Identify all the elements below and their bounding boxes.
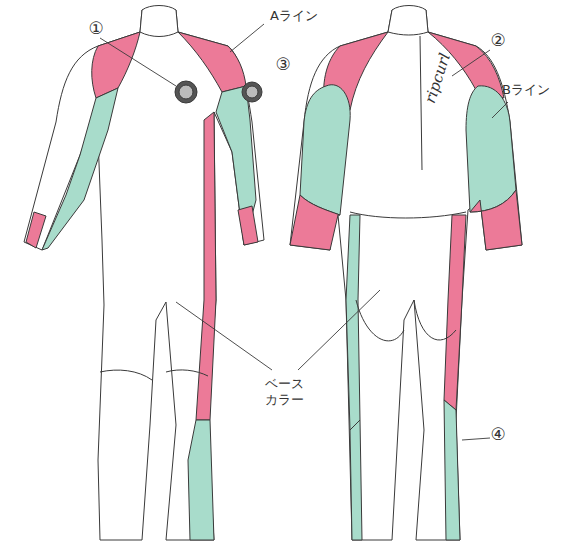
chest-logo <box>175 81 197 103</box>
front-knee-seam <box>100 370 208 380</box>
callout-number: ③ <box>276 54 291 75</box>
leader-line <box>176 302 272 370</box>
leader-line <box>452 50 490 76</box>
shoulder-logo <box>242 82 262 102</box>
part-label: Bライン <box>502 82 550 98</box>
front-collar <box>140 6 178 37</box>
front-cuff-left <box>26 212 46 248</box>
leader-line <box>100 38 176 86</box>
back-calf-left <box>350 420 362 540</box>
part-label: ベース カラー <box>264 376 307 409</box>
back-forearm-right <box>470 190 522 250</box>
back-zip <box>420 36 422 170</box>
front-a-line-left <box>92 32 140 98</box>
back-b-line-right <box>466 86 516 212</box>
back-seat-seam <box>356 300 456 341</box>
leader-line <box>492 102 508 118</box>
front-b-line-left-arm <box>42 88 118 250</box>
back-suit <box>290 10 522 540</box>
back-side-stripe-left <box>346 215 360 430</box>
leader-line <box>462 438 490 440</box>
leader-line <box>298 290 380 370</box>
callout-number: ④ <box>491 424 506 445</box>
back-collar <box>388 6 428 36</box>
back-b-line-left <box>300 85 350 215</box>
leader-line <box>230 24 264 52</box>
back-forearm-left <box>290 195 340 250</box>
back-side-stripe-right <box>444 215 466 410</box>
back-calf-right <box>444 400 460 540</box>
callout-number: ① <box>89 18 104 39</box>
front-cuff-right <box>238 206 258 245</box>
chest-logo-inner <box>179 85 193 99</box>
front-suit <box>24 10 264 540</box>
callout-number: ② <box>491 30 506 51</box>
back-waist-seam <box>350 212 466 218</box>
front-calf-stripe <box>188 420 214 540</box>
part-label: Aライン <box>270 8 318 24</box>
front-side-stripe <box>196 112 216 420</box>
shoulder-logo-inner <box>246 86 258 98</box>
